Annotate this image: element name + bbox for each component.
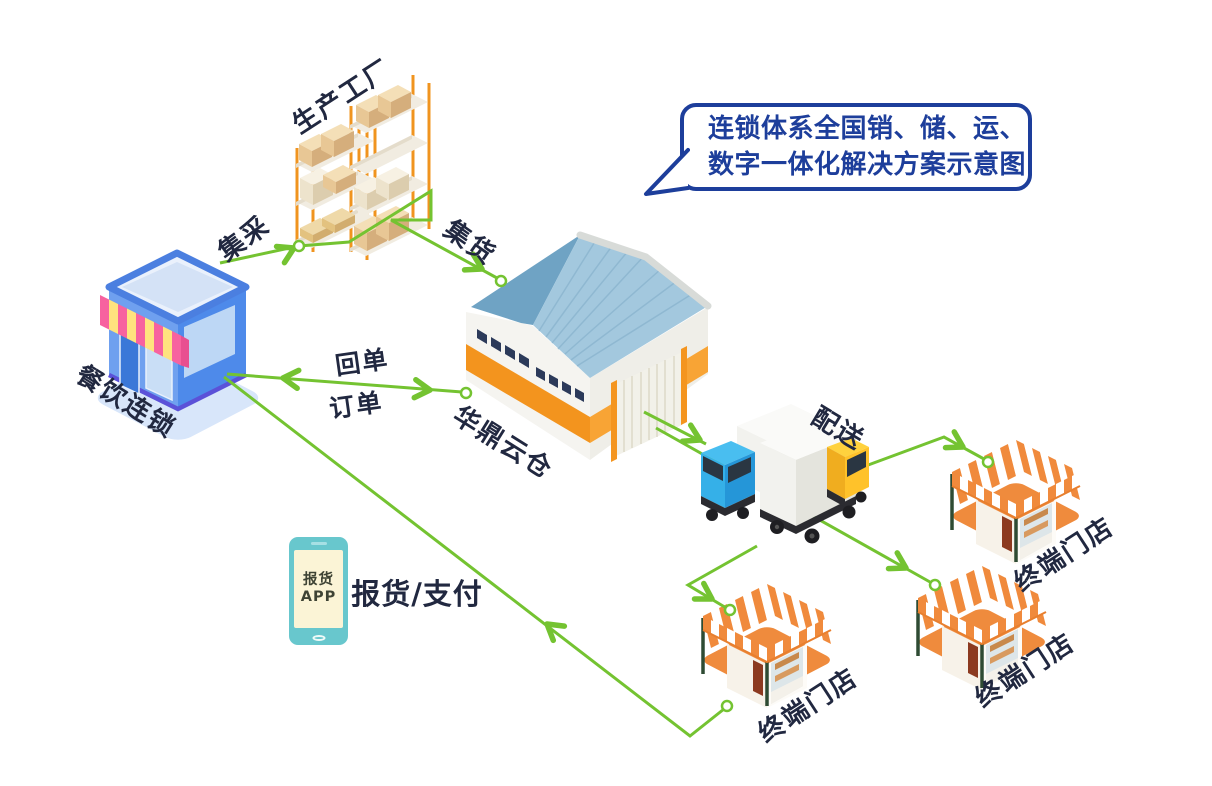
connector-order-return: [226, 372, 463, 394]
callout-bubble-tail: [644, 148, 690, 196]
phone-speaker: [310, 542, 327, 545]
connector-report-pay: [223, 375, 725, 738]
junction-dots: [292, 239, 995, 713]
callout-line2: 数字一体化解决方案示意图: [708, 150, 1027, 180]
callout-bubble: 连锁体系全国销、储、运、 数字一体化解决方案示意图: [680, 103, 1032, 191]
arrowhead-report-pay: [544, 621, 568, 644]
connector-delivery-bottom-store: [685, 544, 758, 611]
connector-lines: [219, 188, 985, 738]
arrowhead-middle-store: [885, 550, 909, 572]
return-receipt-label: 回单: [333, 344, 391, 381]
arrowheads: [273, 243, 966, 644]
warehouse-windows: [477, 329, 584, 402]
restaurant-illustration: [97, 249, 259, 440]
connector-delivery-right-store: [832, 435, 985, 480]
callout-line1: 连锁体系全国销、储、运、: [708, 114, 1027, 144]
arrowhead-right-store: [942, 429, 966, 451]
order-label: 订单: [327, 387, 385, 424]
warehouse-roof: [471, 235, 580, 325]
report-pay-label: 报货/支付: [351, 577, 483, 611]
restaurant-awning: [100, 295, 189, 368]
phone-home-button: [312, 635, 325, 641]
phone-screen-line1: 报货: [303, 572, 334, 588]
trucks-illustration: [701, 404, 869, 544]
arrowhead-consolidation: [461, 251, 485, 273]
connector-consolidation: [298, 188, 498, 280]
arrowhead-bottom-store: [691, 580, 715, 602]
warehouse-illustration: [466, 231, 712, 462]
arrowhead-warehouse-truck: [679, 422, 703, 444]
phone-screen: 报货 APP: [294, 550, 343, 628]
app-phone: 报货 APP: [289, 537, 348, 645]
arrowhead-return: [280, 367, 302, 392]
phone-screen-line2: APP: [300, 589, 337, 605]
arrowhead-order: [411, 376, 433, 401]
